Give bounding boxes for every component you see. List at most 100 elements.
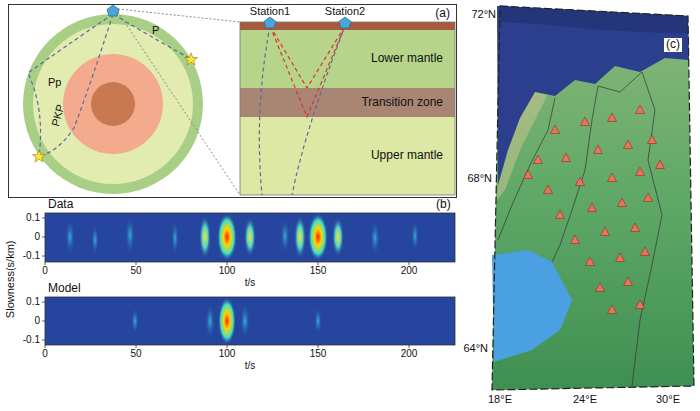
axis-ticks xyxy=(42,218,409,348)
layer-inset xyxy=(240,88,455,117)
plot-title: Model xyxy=(48,282,81,296)
seismic-station-marker xyxy=(594,145,603,154)
inset-rays xyxy=(259,26,345,195)
axis-ticks xyxy=(409,345,410,348)
tick-label: 0 xyxy=(42,265,48,277)
heatmap-data xyxy=(45,213,455,262)
zoom-lines xyxy=(118,9,240,195)
panel-label: (b) xyxy=(436,198,451,212)
heatmap-model xyxy=(45,297,455,345)
seismic-station-marker xyxy=(644,193,653,202)
zoom-lines xyxy=(118,9,240,22)
seismic-station-marker xyxy=(624,140,633,149)
heatmap-data xyxy=(91,224,99,256)
axis-ticks xyxy=(42,321,45,322)
axis-ticks xyxy=(318,262,319,265)
zoom-lines xyxy=(118,12,240,195)
map xyxy=(492,250,572,362)
seismic-station-marker xyxy=(608,113,617,122)
layer-name: Lower mantle xyxy=(371,52,455,66)
seismic-station-marker xyxy=(636,167,645,176)
seismic-station-marker xyxy=(524,105,665,314)
seismic-station-marker xyxy=(544,185,553,194)
latitude-label: 68°N xyxy=(467,172,492,185)
station-pentagon xyxy=(107,5,119,16)
heatmap-data xyxy=(244,217,256,257)
heatmap-data xyxy=(125,215,135,255)
seismic-station-marker xyxy=(601,227,610,236)
seismic-station-marker xyxy=(586,257,595,266)
map xyxy=(500,6,688,34)
axis-ticks xyxy=(409,262,410,265)
heatmap-data xyxy=(308,213,328,261)
panel-box: (a)Lower mantleTransition zoneUpper mant… xyxy=(8,4,457,198)
heatmap-data xyxy=(171,220,179,256)
seismic-station-marker xyxy=(596,283,605,292)
tick-label: 200 xyxy=(401,265,418,277)
inset-rays xyxy=(292,26,345,195)
heatmap-data xyxy=(65,219,75,255)
heatmap-data xyxy=(217,213,237,261)
seismic-station-marker xyxy=(556,210,565,219)
layer-band: Transition zone xyxy=(240,88,455,117)
layer-inset xyxy=(240,22,455,195)
seismic-station-marker xyxy=(608,173,617,182)
seismic-station-marker xyxy=(534,155,543,164)
heatmap-data xyxy=(411,220,419,252)
tick-label: 100 xyxy=(219,265,236,277)
layer-inset xyxy=(240,117,455,195)
seismic-station-marker xyxy=(581,117,590,126)
station-label: Station2 xyxy=(325,5,365,18)
seismic-station-marker xyxy=(588,203,597,212)
heatmap-data xyxy=(294,215,306,259)
axis-title: t/s xyxy=(245,360,256,372)
event-star xyxy=(33,150,46,162)
ray-label: P xyxy=(152,24,159,37)
layer-inset xyxy=(240,22,455,195)
station-pentagon xyxy=(339,17,351,28)
latitude-label: 64°N xyxy=(463,342,488,355)
axis-ticks xyxy=(45,262,46,265)
longitude-label: 24°E xyxy=(573,393,597,406)
map xyxy=(552,86,598,262)
ray-paths xyxy=(28,14,191,156)
seismic-station-marker xyxy=(576,177,585,186)
layer-name: Upper mantle xyxy=(371,149,455,163)
axis-ticks xyxy=(227,345,228,348)
seismic-station-marker xyxy=(562,153,571,162)
seismic-station-marker xyxy=(636,300,645,309)
ray-label: PKP xyxy=(49,103,67,128)
tick-label: -0.1 xyxy=(23,250,40,262)
map xyxy=(498,98,555,240)
heatmap-model xyxy=(314,307,322,335)
station-pentagon xyxy=(264,17,276,28)
station-pentagon xyxy=(264,17,351,28)
ray-paths xyxy=(28,14,113,156)
ray-paths xyxy=(39,14,113,156)
seismic-station-marker xyxy=(571,235,580,244)
tick-label: 0.1 xyxy=(26,212,40,224)
seismic-station-marker xyxy=(608,305,617,314)
seismic-station-marker xyxy=(618,198,627,207)
axis-ticks xyxy=(42,340,45,341)
heatmap-model xyxy=(240,303,250,339)
inset-rays xyxy=(259,26,270,195)
seismic-station-marker xyxy=(648,135,657,144)
earth-cross-section xyxy=(23,14,203,194)
map xyxy=(598,72,642,92)
heatmap-data xyxy=(45,213,455,262)
seismic-station-marker xyxy=(636,105,645,114)
panel-label: (c) xyxy=(664,38,682,52)
longitude-label: 30°E xyxy=(656,393,680,406)
layer-inset xyxy=(240,30,455,88)
axis-ticks xyxy=(42,302,45,303)
tick-label: 50 xyxy=(130,348,141,360)
axis-title: Slowness(s/km) xyxy=(5,240,18,318)
map xyxy=(492,6,694,390)
heatmap-model xyxy=(205,303,215,339)
layer-band: Upper mantle xyxy=(240,117,455,195)
heatmap-model xyxy=(45,297,455,345)
heatmap-data xyxy=(45,213,455,262)
tick-label: 200 xyxy=(401,348,418,360)
